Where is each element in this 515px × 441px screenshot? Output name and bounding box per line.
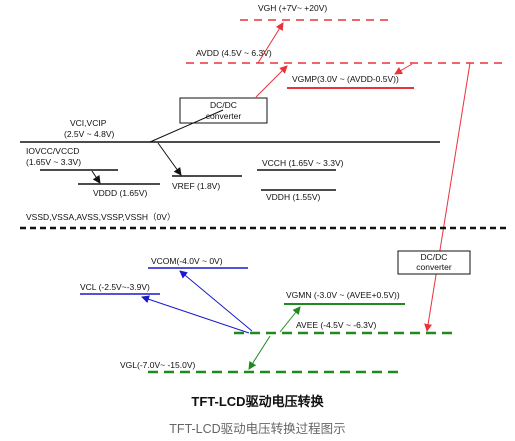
dcdc-upper-line1: DC/DC bbox=[210, 100, 237, 110]
avdd-to-vgh-arrow bbox=[257, 22, 284, 64]
avee-to-vgl-arrow bbox=[248, 335, 271, 370]
vcl-label: VCL (-2.5V~-3.9V) bbox=[80, 282, 150, 292]
avee-to-vcl-arrow bbox=[141, 295, 250, 334]
vddh-label: VDDH (1.55V) bbox=[266, 192, 320, 202]
vgh-label: VGH (+7V~ +20V) bbox=[258, 3, 327, 13]
iovcc-label-name: IOVCC/VCCD bbox=[26, 146, 79, 156]
dcdc-upper-line2: converter bbox=[206, 111, 242, 121]
iovcc-label-range: (1.65V ~ 3.3V) bbox=[26, 157, 81, 167]
figure-title: TFT-LCD驱动电压转换 bbox=[191, 394, 324, 409]
dcdc-converter-box-upper bbox=[179, 97, 268, 124]
figure-caption: TFT-LCD驱动电压转换过程图示 bbox=[169, 422, 346, 436]
vci-to-vref-arrow bbox=[157, 142, 182, 176]
vgmn-label: VGMN (-3.0V ~ (AVEE+0.5V)) bbox=[286, 290, 400, 300]
avee-to-vcom-arrow bbox=[179, 270, 253, 332]
avdd-to-vgmp-arrow bbox=[394, 63, 413, 75]
avee-to-vgmn-arrow bbox=[279, 306, 301, 333]
dcdc-right-line1: DC/DC bbox=[421, 252, 448, 262]
vss-label: VSSD,VSSA,AVSS,VSSP,VSSH（0V） bbox=[26, 212, 175, 222]
avee-label: AVEE (-4.5V ~ -6.3V) bbox=[296, 320, 377, 330]
vci-label-name: VCI,VCIP bbox=[70, 118, 107, 128]
vcom-label: VCOM(-4.0V ~ 0V) bbox=[151, 256, 223, 266]
vref-label: VREF (1.8V) bbox=[172, 181, 220, 191]
vddd-label: VDDD (1.65V) bbox=[93, 188, 147, 198]
iovcc-to-vddd-arrow bbox=[91, 170, 101, 184]
voltage-conversion-diagram: VGH (+7V~ +20V) AVDD (4.5V ~ 6.3V) VGMP(… bbox=[20, 3, 510, 374]
vgl-label: VGL(-7.0V~ -15.0V) bbox=[120, 360, 196, 370]
avdd-label: AVDD (4.5V ~ 6.3V) bbox=[196, 48, 272, 58]
converter-to-avdd-arrow bbox=[255, 65, 288, 98]
vcch-label: VCCH (1.65V ~ 3.3V) bbox=[262, 158, 344, 168]
vci-label-range: (2.5V ~ 4.8V) bbox=[64, 129, 114, 139]
dcdc-converter-box-right bbox=[397, 250, 471, 275]
avdd-to-avee-arrow bbox=[424, 62, 471, 332]
vci-to-avdd-line bbox=[149, 109, 224, 143]
dcdc-right-line2: converter bbox=[416, 262, 452, 272]
vgmp-label: VGMP(3.0V ~ (AVDD-0.5V)) bbox=[292, 74, 399, 84]
